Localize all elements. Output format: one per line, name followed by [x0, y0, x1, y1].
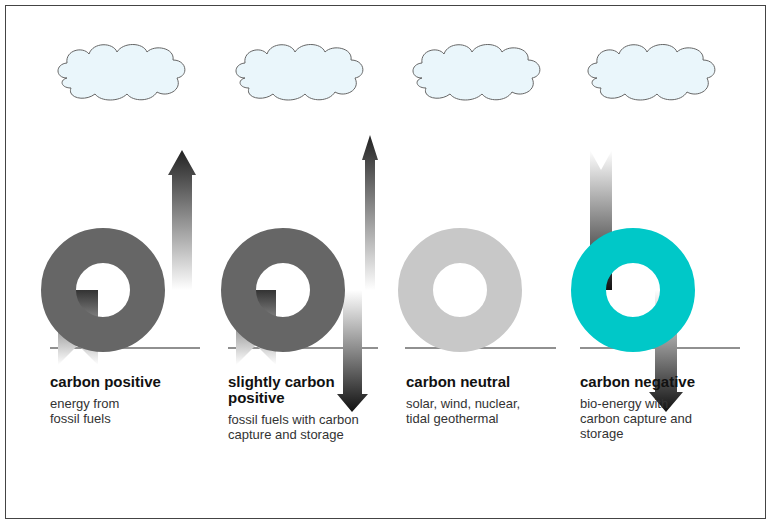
carbon-ring: [589, 246, 678, 335]
category-description: energy from fossil fuels: [50, 396, 150, 426]
carbon-ring: [416, 246, 505, 335]
cloud: [413, 45, 540, 101]
cloud: [58, 45, 185, 101]
category-description: solar, wind, nuclear, tidal geothermal: [406, 396, 526, 426]
category-description: fossil fuels with carbon capture and sto…: [228, 412, 368, 442]
frame: [6, 6, 766, 519]
category-heading: carbon negative: [580, 374, 755, 390]
cloud: [236, 45, 363, 101]
category-heading: carbon positive: [50, 374, 215, 390]
category-heading: carbon neutral: [406, 374, 571, 390]
emission-arrow: [168, 150, 196, 290]
carbon-ring: [59, 246, 148, 335]
emission-arrow: [362, 135, 378, 290]
category-heading: slightly carbon positive: [228, 374, 388, 406]
category-description: bio-energy with carbon capture and stora…: [580, 396, 710, 441]
carbon-ring: [239, 246, 328, 335]
cloud: [588, 45, 715, 101]
